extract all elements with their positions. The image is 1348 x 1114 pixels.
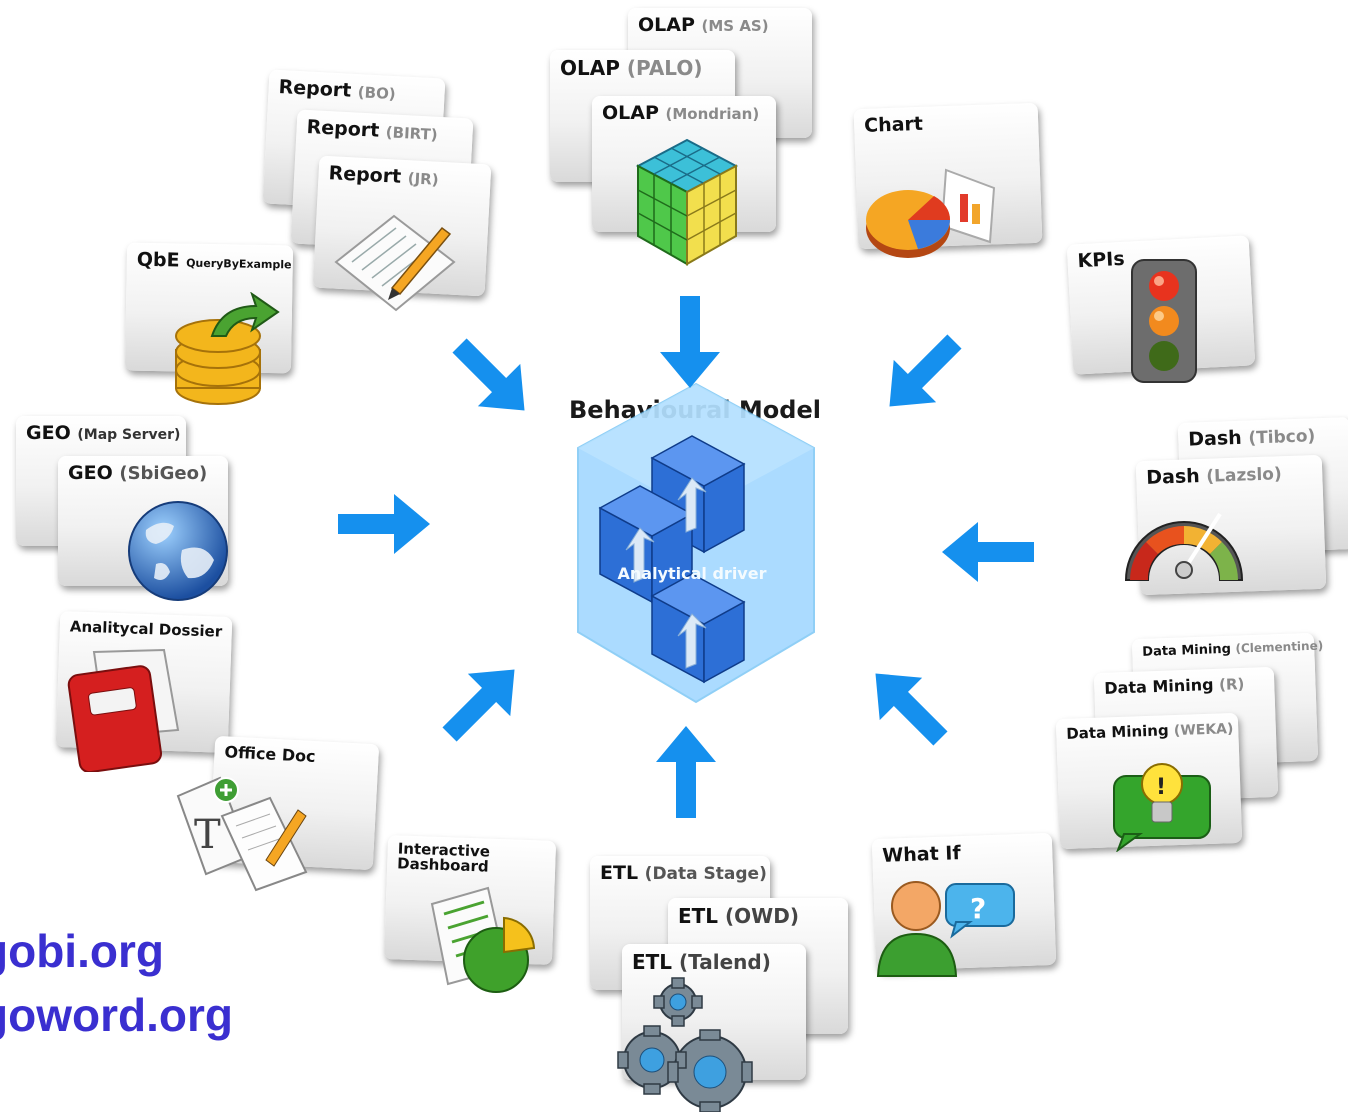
dashboard-pie-icon: [430, 886, 536, 993]
globe-icon: [128, 501, 228, 601]
card-report-bo-title: Report: [278, 76, 352, 102]
arrow-top-right: [889, 334, 962, 407]
card-dm-clementine-sub: (Clementine): [1235, 638, 1324, 656]
card-report-birt-sub: (BIRT): [385, 123, 439, 144]
card-dash-lazslo-title: Dash: [1145, 465, 1201, 489]
card-etl-datastage-title: ETL: [600, 862, 639, 884]
card-dash-tibco-title: Dash: [1187, 426, 1243, 451]
arrow-bottom: [656, 726, 716, 818]
lightbulb-bubble-icon: !: [1113, 763, 1211, 852]
svg-text:?: ?: [970, 892, 986, 925]
card-geo-mapserver-sub: (Map Server): [77, 427, 181, 443]
traffic-light-icon: [1131, 259, 1197, 383]
card-olap-mondrian-title: OLAP: [602, 102, 659, 124]
card-etl-talend-sub: (Talend): [679, 950, 771, 974]
card-olap-msas-title: OLAP: [638, 14, 695, 36]
gauge-icon: [1124, 512, 1244, 581]
card-olap-palo-title: OLAP: [560, 56, 620, 80]
arrow-top: [660, 296, 720, 388]
card-dossier-title: Analitycal Dossier: [69, 617, 223, 641]
card-interactive-dashboard-line2: Dashboard: [396, 854, 489, 876]
office-document-icon: T: [176, 776, 308, 892]
svg-text:!: !: [1156, 775, 1166, 800]
arrow-top-left: [452, 338, 525, 411]
pie-chart-icon: [866, 168, 996, 258]
card-etl-datastage-sub: (Data Stage): [644, 864, 767, 884]
card-geo-mapserver-title: GEO: [26, 422, 71, 444]
card-what-if-title: What If: [881, 842, 962, 867]
card-dm-r-title: Data Mining: [1103, 675, 1214, 698]
svg-text:T: T: [194, 812, 221, 858]
arrow-bottom-right: [875, 673, 948, 746]
olap-cube-icon: [635, 138, 739, 266]
behavioural-model-cube: Analytical driver: [577, 382, 815, 704]
card-geo-sbigeo-title: GEO: [68, 462, 113, 484]
card-olap-msas-sub: (MS AS): [701, 17, 769, 35]
card-dm-weka-title: Data Mining: [1065, 721, 1169, 743]
card-dm-r-sub: (R): [1218, 674, 1245, 694]
gears-icon: [617, 977, 753, 1112]
card-olap-mondrian-sub: (Mondrian): [665, 105, 760, 123]
card-etl-owd-title: ETL: [678, 904, 719, 928]
arrow-bottom-left: [442, 669, 515, 742]
person-question-icon: ?: [876, 881, 1015, 977]
card-report-birt-title: Report: [306, 116, 380, 142]
report-document-pencil-icon: [334, 214, 456, 312]
card-report-jr-sub: (JR): [407, 169, 440, 189]
card-qbe-sub: QueryByExample: [186, 256, 292, 272]
card-dm-weka-sub: (WEKA): [1173, 721, 1234, 740]
card-dash-lazslo-sub: (Lazslo): [1206, 464, 1283, 487]
card-qbe-title: QbE: [136, 248, 180, 272]
card-dash-tibco-sub: (Tibco): [1248, 426, 1316, 449]
arrow-left: [338, 494, 430, 554]
url-line-1[interactable]: gobi.org: [0, 925, 164, 977]
card-report-bo-sub: (BO): [357, 83, 397, 104]
card-chart-title: Chart: [863, 112, 924, 137]
card-kpis-title: KPIs: [1077, 247, 1126, 273]
card-office-doc-title: Office Doc: [224, 742, 317, 767]
arrow-right: [942, 522, 1034, 582]
coins-arrow-icon: [175, 292, 280, 405]
card-geo-sbigeo-sub: (SbiGeo): [119, 463, 208, 484]
analytical-driver-label: Analytical driver: [618, 564, 767, 583]
card-etl-talend-title: ETL: [632, 950, 673, 974]
card-olap-palo-sub: (PALO): [626, 56, 703, 80]
card-report-jr-title: Report: [328, 162, 402, 188]
url-line-2[interactable]: goword.org: [0, 989, 233, 1041]
card-etl-owd-sub: (OWD): [725, 904, 799, 928]
card-dm-clementine-title: Data Mining: [1142, 641, 1232, 660]
red-folder-icon: [67, 648, 180, 772]
